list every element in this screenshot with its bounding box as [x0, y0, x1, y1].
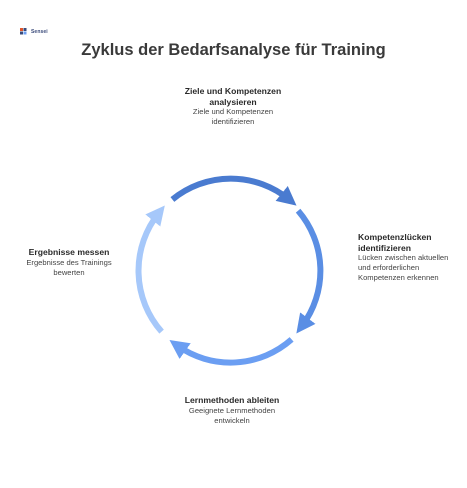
- step-description: Ergebnisse des Trainings bewerten: [26, 257, 112, 277]
- step-title: Ergebnisse messen: [28, 247, 110, 257]
- cycle-arc-3: [169, 337, 294, 366]
- logo-icon: [20, 28, 27, 35]
- step-identify-gaps: Kompetenzlücken identifizieren Lücken zw…: [358, 232, 458, 283]
- step-title: Lernmethoden ableiten: [184, 395, 280, 405]
- step-title: Ziele und Kompetenzen analysieren: [184, 86, 282, 107]
- step-description: Ziele und Kompetenzen identifizieren: [192, 107, 274, 126]
- step-derive-methods: Lernmethoden ableiten Geeignete Lernmeth…: [180, 395, 284, 426]
- step-title: Kompetenzlücken identifizieren: [358, 232, 432, 253]
- step-goals-competencies: Ziele und Kompetenzen analysieren Ziele …: [183, 86, 283, 127]
- step-description: Lücken zwischen aktuellen und erforderli…: [358, 253, 449, 282]
- brand-logo: Sensei: [20, 28, 48, 35]
- cycle-arc-1: [170, 175, 297, 206]
- step-description: Geeignete Lernmethoden entwickeln: [188, 405, 276, 425]
- cycle-arc-2: [295, 208, 324, 334]
- logo-text: Sensei: [31, 28, 48, 35]
- diagram-title: Zyklus der Bedarfsanalyse für Training: [81, 41, 386, 59]
- step-measure-results: Ergebnisse messen Ergebnisse des Trainin…: [13, 247, 125, 278]
- cycle-arc-4: [135, 205, 165, 334]
